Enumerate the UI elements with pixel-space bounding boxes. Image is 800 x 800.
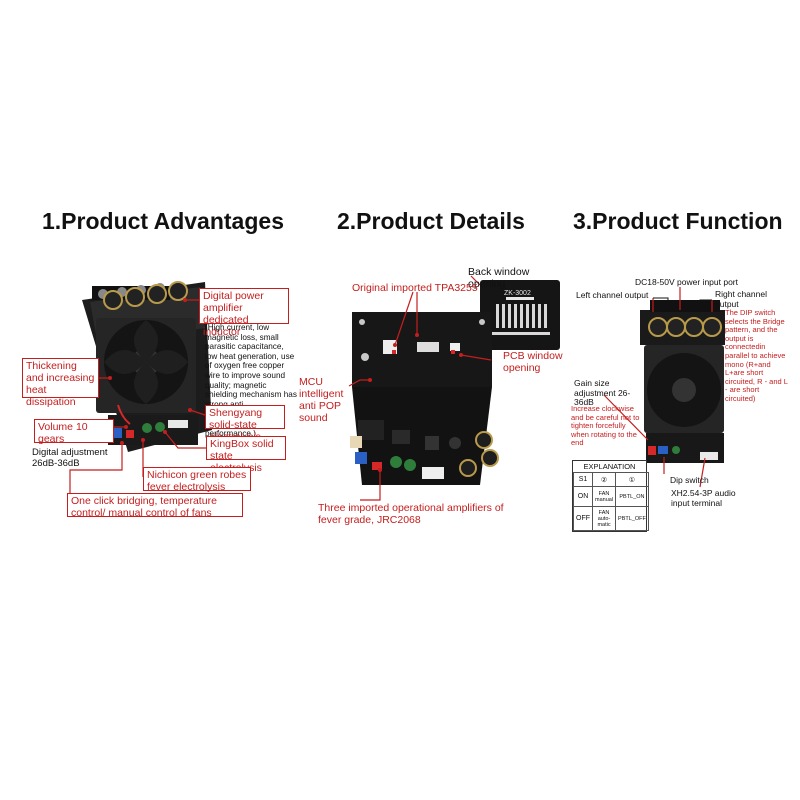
explanation-table: EXPLANATION S1 ② ① ON FAN manual PBTL_ON…: [572, 460, 649, 532]
label-dip-switch: Dip switch: [670, 475, 709, 485]
label-opamp: Three imported operational amplifiers of…: [318, 502, 504, 526]
section-title-advantages: 1.Product Advantages: [42, 208, 284, 234]
label-left-channel: Left channel output: [576, 290, 649, 300]
exp-fan-manual: FAN manual: [591, 486, 617, 507]
label-kingbox: KingBox solid state electrolysis: [206, 436, 286, 474]
label-shengyang: Shengyang solid-state electrolysis: [205, 405, 285, 443]
board-image-advantages: [82, 281, 212, 452]
exp-pbtl-on: PBTL_ON: [615, 486, 649, 507]
label-volume-gears: Volume 10 gears: [34, 419, 114, 445]
label-gain-warning: Increase clockwise and be careful not to…: [571, 404, 640, 448]
explanation-title: EXPLANATION: [583, 462, 636, 471]
exp-header-c1: ①: [615, 472, 649, 487]
label-nichicon: Nichicon green robes fever electrolysis: [143, 467, 251, 493]
label-dc-input: DC18-50V power input port: [635, 277, 739, 287]
exp-header-c2: ②: [591, 472, 617, 487]
label-xh-terminal: XH2.54-3P audio input terminal: [671, 488, 736, 508]
label-back-window: Back window opening: [468, 266, 530, 290]
label-one-click: One click bridging, temperature control/…: [67, 493, 243, 519]
exp-off: OFF: [573, 506, 593, 531]
board-model-label: ZK-3002: [504, 290, 531, 297]
label-thickening: Thickening and increasing heat dissipati…: [22, 358, 99, 408]
label-right-channel: Right channel output: [715, 289, 767, 309]
leader-lines-details: [348, 275, 492, 501]
label-pcb-window: PCB window opening: [503, 350, 563, 374]
exp-pbtl-off: PBTL_OFF: [615, 506, 649, 531]
label-digital-adjustment: Digital adjustment 26dB-36dB: [32, 447, 108, 469]
section-title-function: 3.Product Function: [573, 208, 783, 234]
exp-fan-auto: FAN auto-matic: [591, 506, 617, 531]
exp-on: ON: [573, 486, 593, 507]
board-image-function: [640, 300, 725, 463]
label-digital-power-desc: (High current, low magnetic loss, small …: [205, 323, 297, 438]
label-tpa3255: Original imported TPA3255: [352, 282, 478, 294]
label-gain-size: Gain size adjustment 26-36dB: [574, 378, 631, 407]
label-dip-description: The DIP switch selects the Bridge patter…: [725, 308, 788, 403]
leader-lines-function: [603, 287, 713, 488]
board-image-details: [350, 280, 560, 485]
label-digital-power-inductor: Digital power amplifier dedicated induct…: [199, 288, 289, 338]
exp-header-s1: S1: [573, 472, 593, 487]
section-title-details: 2.Product Details: [337, 208, 525, 234]
label-mcu-anti-pop: MCU intelligent anti POP sound: [299, 376, 344, 424]
